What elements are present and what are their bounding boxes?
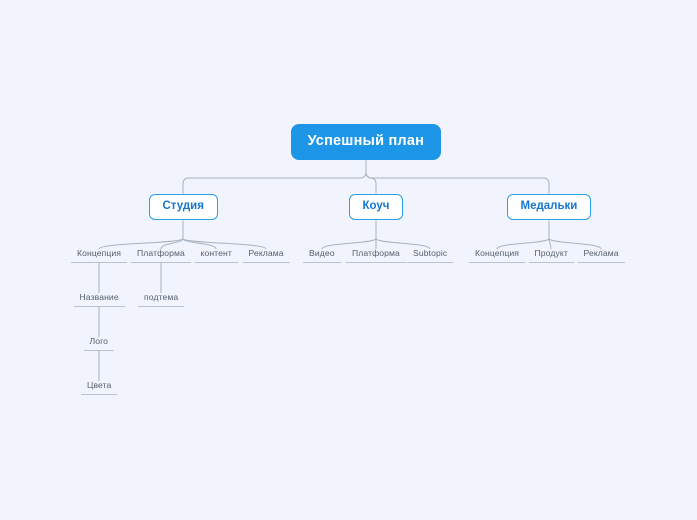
mindmap-node-подтема[interactable]: подтема [138, 293, 185, 307]
mindmap-node-цвета[interactable]: Цвета [81, 381, 118, 395]
mindmap-node-студия[interactable]: Студия [148, 193, 218, 220]
mindmap-node-название[interactable]: Название [73, 293, 125, 307]
mindmap-node-видео[interactable]: Видео [303, 249, 341, 263]
mindmap-node-subtopic[interactable]: Subtopic [407, 249, 454, 263]
connector-line [365, 160, 550, 194]
mindmap-node-платформа[interactable]: Платформа [346, 249, 406, 263]
mindmap-node-платформа[interactable]: Платформа [131, 249, 191, 263]
mindmap-node-коуч[interactable]: Коуч [348, 193, 404, 220]
mindmap-node-успешный-план[interactable]: Успешный план [290, 124, 442, 160]
mindmap-node-реклама[interactable]: Реклама [577, 249, 625, 263]
connector-line [365, 160, 377, 194]
mindmap-node-концепция[interactable]: Концепция [469, 249, 526, 263]
mindmap-node-реклама[interactable]: Реклама [242, 249, 290, 263]
connector-line [182, 160, 367, 194]
mindmap-node-продукт[interactable]: Продукт [528, 249, 574, 263]
mindmap-node-лого[interactable]: Лого [83, 337, 115, 351]
mindmap-node-контент[interactable]: контент [194, 249, 238, 263]
mindmap-node-концепция[interactable]: Концепция [71, 249, 128, 263]
mindmap-node-медальки[interactable]: Медальки [506, 193, 592, 220]
